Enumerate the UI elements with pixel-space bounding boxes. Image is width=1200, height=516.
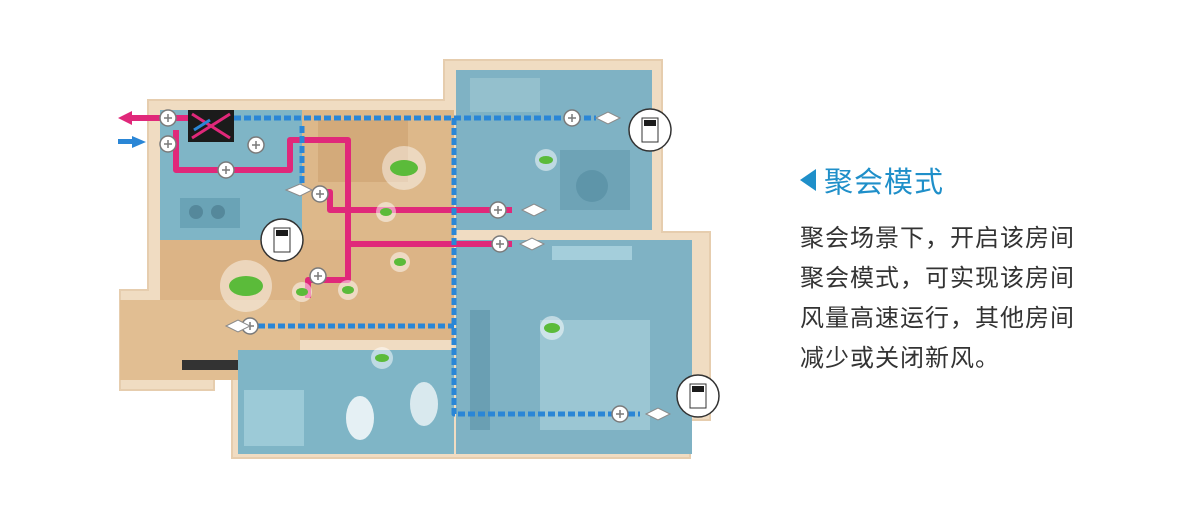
mode-description: 聚会场景下，开启该房间 聚会模式，可实现该房间 风量高速运行，其他房间 减少或关… [800,218,1180,378]
description-line: 风量高速运行，其他房间 [800,304,1075,332]
floor-plan-diagram [118,59,720,459]
description-line: 聚会场景下，开启该房间 [800,224,1075,252]
mode-description-panel: 聚会模式 聚会场景下，开启该房间 聚会模式，可实现该房间 风量高速运行，其他房间… [800,158,1180,378]
control-panel-icon [260,108,720,418]
mode-title: 聚会模式 [824,165,945,199]
supply-arrow-icon [132,136,146,148]
description-line: 聚会模式，可实现该房间 [800,264,1075,292]
arrow-left-icon [800,169,816,191]
description-line: 减少或关闭新风。 [800,344,1000,372]
supply-ducts [234,115,640,417]
heat-exchanger-icon [188,110,234,142]
exhaust-arrow-icon [118,111,132,125]
outlet-icon [224,111,672,421]
mode-title-row: 聚会模式 [800,158,1180,202]
leaf-icon [220,146,564,369]
